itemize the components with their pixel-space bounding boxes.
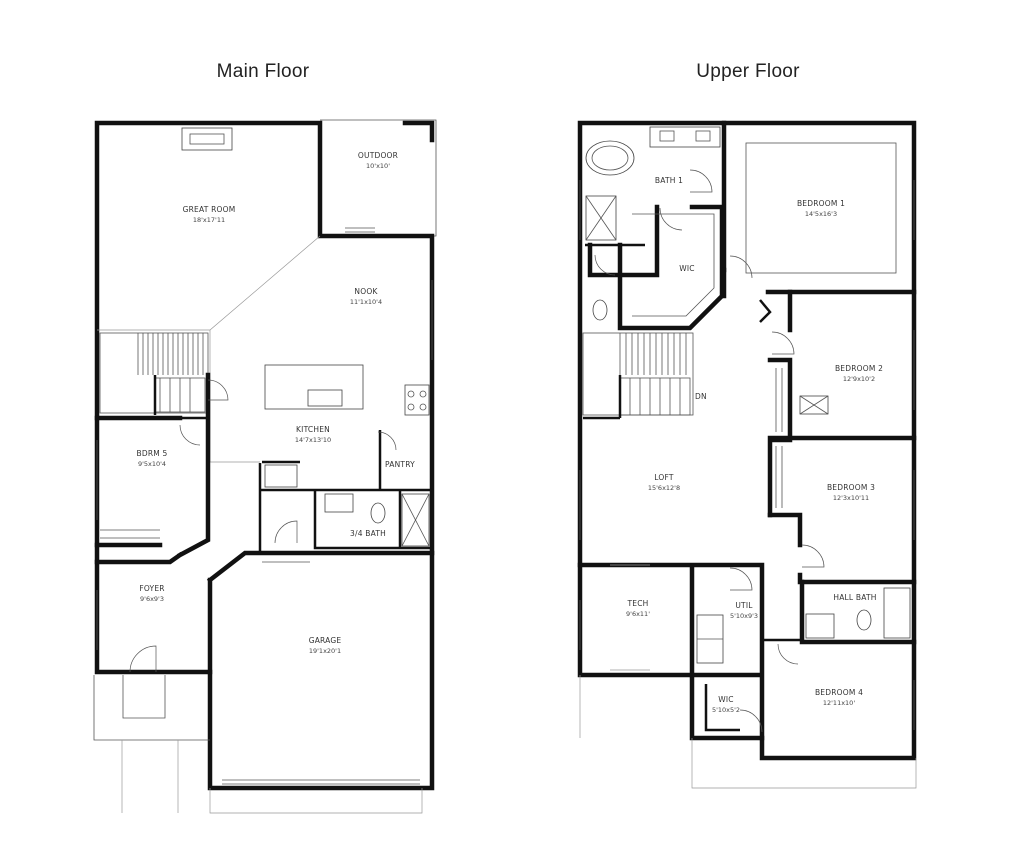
bedroom2-door [771, 331, 795, 355]
refrigerator [264, 464, 298, 488]
label-3-4-bath: 3/4 BATH [350, 529, 386, 538]
main-windows [96, 280, 433, 650]
label-outdoor: OUTDOOR [358, 151, 398, 160]
dim-wic2: 5'10x5'2 [712, 706, 740, 714]
label-stairs-down: DN [695, 392, 707, 401]
bdrm5-door [179, 424, 201, 446]
front-porch [93, 675, 210, 741]
wic-shelving [632, 213, 715, 317]
dim-foyer: 9'6x9'3 [140, 595, 164, 603]
stair-door [207, 379, 229, 401]
toilet-hall [856, 609, 872, 631]
main-floor-title: Main Floor [217, 61, 310, 82]
dim-outdoor: 10'x10' [366, 162, 390, 170]
dim-bedroom4: 12'11x10' [823, 699, 855, 707]
bedroom2-closet-corner [759, 299, 772, 323]
label-great-room: GREAT ROOM [183, 205, 236, 214]
dim-great-room: 18'x17'11 [193, 216, 225, 224]
toilet-bath1 [592, 299, 608, 321]
bath1-door [689, 169, 713, 193]
bedroom2-closet [775, 368, 783, 432]
patio-door [345, 227, 375, 233]
wic-door [659, 207, 683, 231]
great-room-boundary [97, 235, 321, 331]
label-loft: LOFT [654, 473, 674, 482]
wic2-walls [704, 684, 740, 732]
main-stairs [99, 332, 209, 415]
bedroom3-closet [775, 446, 783, 508]
label-wic2: WIC [718, 695, 733, 704]
tech-windows [610, 564, 650, 671]
front-door [129, 645, 157, 673]
upper-windows [579, 180, 915, 730]
upper-floor-title: Upper Floor [696, 61, 800, 82]
hall-bath-door [777, 643, 799, 665]
label-tech: TECH [627, 599, 649, 608]
label-kitchen: KITCHEN [296, 425, 330, 434]
driveway-outline [121, 740, 423, 814]
dim-loft: 15'6x12'8 [648, 484, 680, 492]
label-bedroom1: BEDROOM 1 [797, 199, 845, 208]
garage-door [222, 779, 420, 785]
bath1-wic-walls [587, 120, 727, 331]
fireplace [181, 127, 233, 151]
toilet-door [594, 254, 616, 276]
label-bdrm5: BDRM 5 [137, 449, 168, 458]
foyer-garage-walls [206, 550, 435, 675]
dim-bedroom1: 14'5x16'3 [805, 210, 837, 218]
bedroom1-door [729, 255, 753, 279]
range [404, 384, 430, 416]
label-garage: GARAGE [309, 636, 342, 645]
label-wic: WIC [679, 264, 694, 273]
hall-vanity [805, 613, 835, 639]
bath-walls [258, 430, 432, 553]
hall-bathtub [883, 587, 911, 639]
label-util: UTIL [735, 601, 753, 610]
label-bedroom4: BEDROOM 4 [815, 688, 863, 697]
dim-bedroom2: 12'9x10'2 [843, 375, 875, 383]
upper-floor-plan: Upper Floor [577, 61, 917, 789]
bedroom2-walls [767, 289, 917, 518]
bath-door [274, 520, 298, 544]
label-foyer: FOYER [139, 584, 164, 593]
dim-util: 5'10x9'3 [730, 612, 758, 620]
dim-bdrm5: 9'5x10'4 [138, 460, 166, 468]
upper-stairs [582, 332, 694, 420]
dim-kitchen: 14'7x13'10 [295, 436, 331, 444]
dim-garage: 19'1x20'1 [309, 647, 341, 655]
wic2-door [739, 709, 763, 733]
upper-exterior-walls [577, 120, 917, 761]
util-door [729, 567, 753, 591]
outdoor-corner-wall [402, 120, 435, 143]
dim-nook: 11'1x10'4 [350, 298, 382, 306]
dim-bedroom3: 12'3x10'11 [833, 494, 869, 502]
label-nook: NOOK [354, 287, 378, 296]
dim-tech: 9'6x11' [626, 610, 650, 618]
bath1-double-vanity [649, 126, 721, 148]
upper-roof-outline [579, 675, 917, 789]
label-bedroom3: BEDROOM 3 [827, 483, 875, 492]
bedroom1-walls [721, 267, 917, 299]
kitchen-sink [307, 389, 343, 407]
tech-util-walls [577, 562, 917, 741]
bdrm5-walls [94, 372, 211, 565]
label-hall-bath: HALL BATH [833, 593, 876, 602]
outdoor-patio-outline [320, 119, 437, 237]
fireplace-hearth [189, 133, 225, 145]
pantry-door [377, 431, 397, 451]
label-bath1: BATH 1 [655, 176, 683, 185]
bedroom3-door [801, 544, 825, 568]
bedroom3-walls [767, 512, 917, 585]
bdrm5-closet [100, 529, 160, 539]
label-bedroom2: BEDROOM 2 [835, 364, 883, 373]
bath-vanity [324, 493, 354, 513]
toilet-main [370, 502, 386, 524]
label-pantry: PANTRY [385, 460, 415, 469]
kitchen-boundary [209, 330, 260, 463]
bedroom1-ceiling-outline [745, 142, 897, 274]
main-floor-plan: Main Floor [93, 61, 437, 814]
